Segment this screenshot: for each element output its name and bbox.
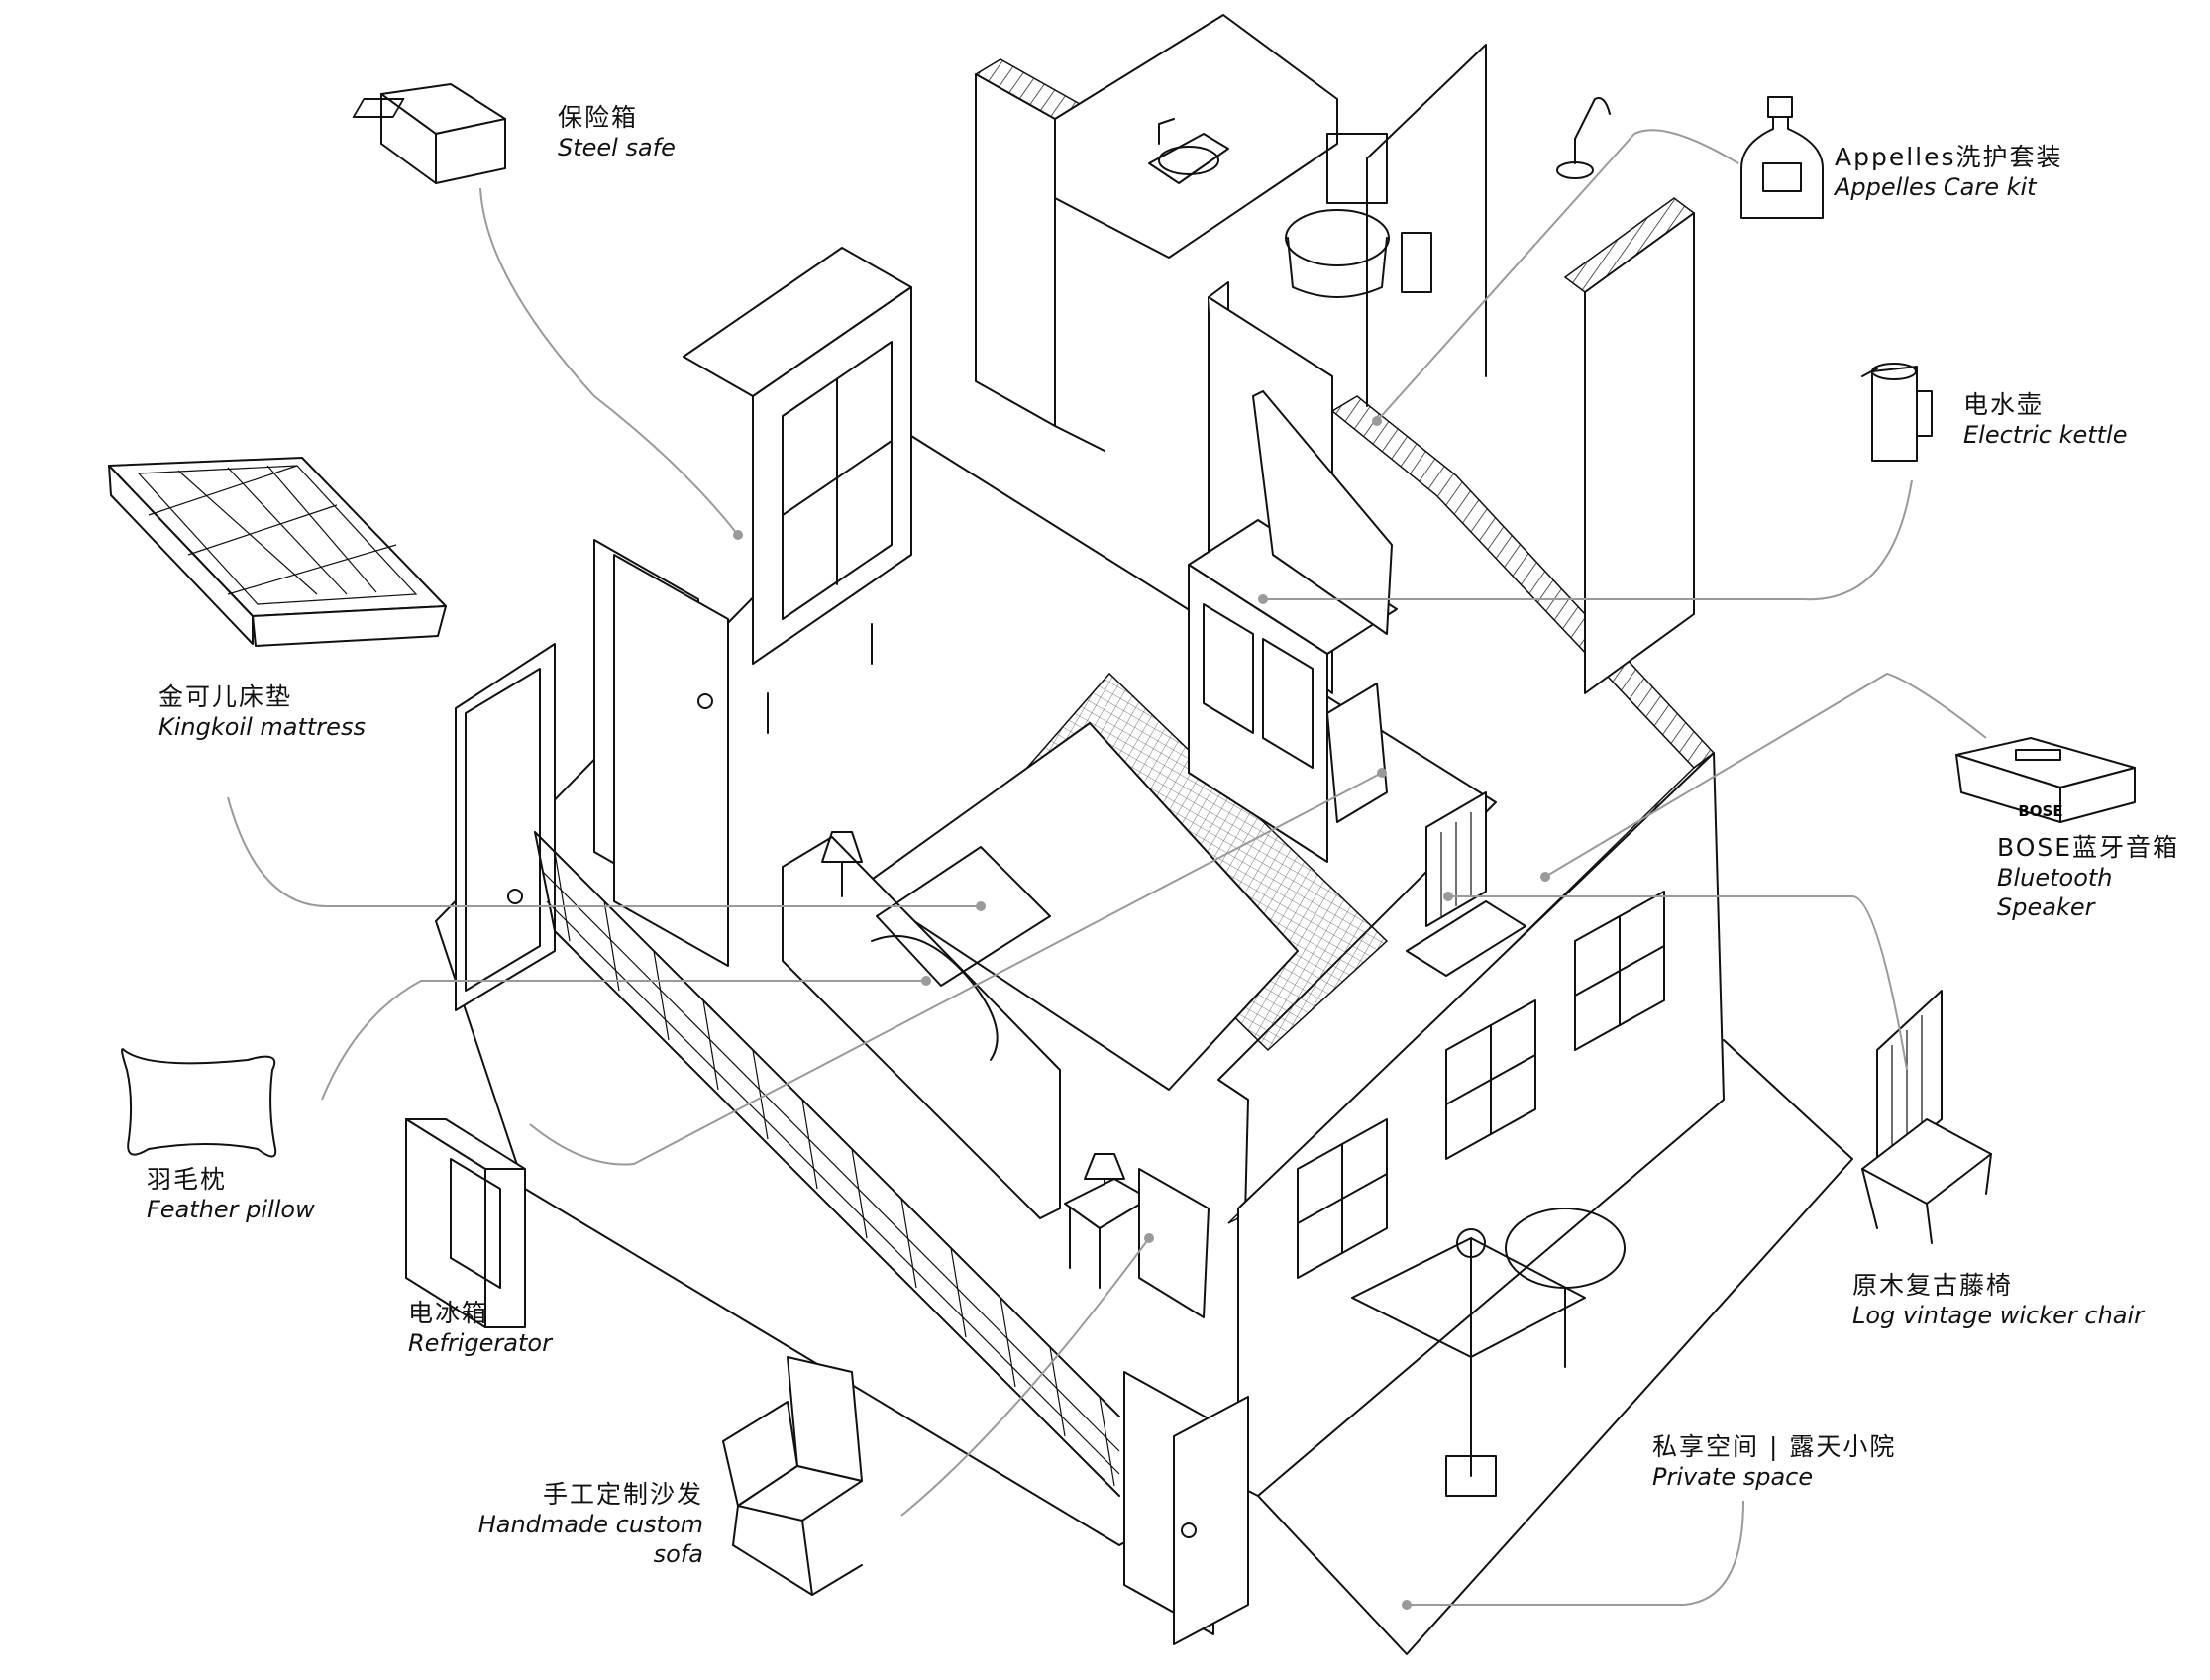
callout-fridge: 电冰箱 Refrigerator — [408, 1298, 552, 1358]
sofa-label-en: Handmade custom sofa — [477, 1511, 703, 1569]
fridge-label-en: Refrigerator — [408, 1329, 552, 1358]
mattress-label-zh: 金可儿床垫 — [158, 682, 293, 711]
care-kit-label-zh: Appelles洗护套装 — [1835, 143, 2063, 171]
bed — [782, 722, 1299, 1219]
speaker-label-en: Bluetooth Speaker — [1997, 864, 2113, 922]
fridge-label-zh: 电冰箱 — [408, 1299, 489, 1327]
wardrobe — [683, 247, 912, 734]
speaker-label-zh: BOSE蓝牙音箱 — [1997, 833, 2180, 862]
safe-icon — [352, 83, 506, 184]
entrance-doors — [455, 539, 729, 1011]
pillow-icon — [121, 1048, 277, 1158]
room-chair — [1406, 791, 1526, 977]
refrigerator-icon — [405, 1118, 526, 1328]
steel-safe-label-zh: 保险箱 — [558, 103, 639, 132]
kettle-icon — [1861, 363, 1933, 462]
wicker-chair-label-en: Log vintage wicker chair — [1852, 1302, 2145, 1330]
callout-wicker-chair: 原木复古藤椅 Log vintage wicker chair — [1852, 1270, 2144, 1330]
care-kit-label-en: Appelles Care kit — [1835, 173, 2037, 202]
pillow-label-zh: 羽毛枕 — [147, 1165, 228, 1194]
callout-mattress: 金可儿床垫 Kingkoil mattress — [158, 682, 366, 742]
courtyard-umbrella — [1351, 1208, 1626, 1497]
sofa-icon — [722, 1356, 863, 1596]
bottom-accent-chair — [1138, 1168, 1210, 1318]
callout-steel-safe: 保险箱 Steel safe — [558, 102, 676, 162]
callout-care-kit: Appelles洗护套装 Appelles Care kit — [1835, 142, 2063, 202]
private-space-label-en: Private space — [1652, 1463, 1814, 1492]
callout-pillow: 羽毛枕 Feather pillow — [147, 1164, 315, 1224]
mattress-label-en: Kingkoil mattress — [158, 713, 366, 742]
leader-lines — [227, 129, 1987, 1610]
bottle-icon — [1740, 96, 1824, 219]
callout-sofa: 手工定制沙发 Handmade custom sofa — [456, 1479, 703, 1569]
speaker-brand: BOSE — [2018, 802, 2062, 820]
kettle-label-en: Electric kettle — [1963, 421, 2128, 450]
cabinet — [1188, 390, 1398, 863]
wicker-chair-label-zh: 原木复古藤椅 — [1852, 1271, 2014, 1300]
courtyard-windows — [1297, 891, 1665, 1279]
wicker-chair-icon — [1861, 990, 1992, 1244]
callout-kettle: 电水壶 Electric kettle — [1963, 389, 2127, 450]
speaker-icon: BOSE — [1955, 737, 2136, 823]
shower-head-icon — [1556, 97, 1611, 179]
steel-safe-label-en: Steel safe — [558, 134, 676, 162]
callout-private-space: 私享空间 | 露天小院 Private space — [1652, 1431, 1896, 1492]
kettle-label-zh: 电水壶 — [1963, 390, 2045, 419]
sofa-label-zh: 手工定制沙发 — [542, 1480, 703, 1509]
private-space-label-zh: 私享空间 | 露天小院 — [1652, 1432, 1897, 1461]
front-grid — [534, 831, 1120, 1497]
callout-speaker: BOSE蓝牙音箱 Bluetooth Speaker — [1997, 832, 2210, 922]
pillow-label-en: Feather pillow — [147, 1196, 315, 1224]
bottom-door — [1123, 1371, 1249, 1645]
mattress-icon — [108, 457, 447, 647]
floor-plan — [435, 14, 1853, 1655]
